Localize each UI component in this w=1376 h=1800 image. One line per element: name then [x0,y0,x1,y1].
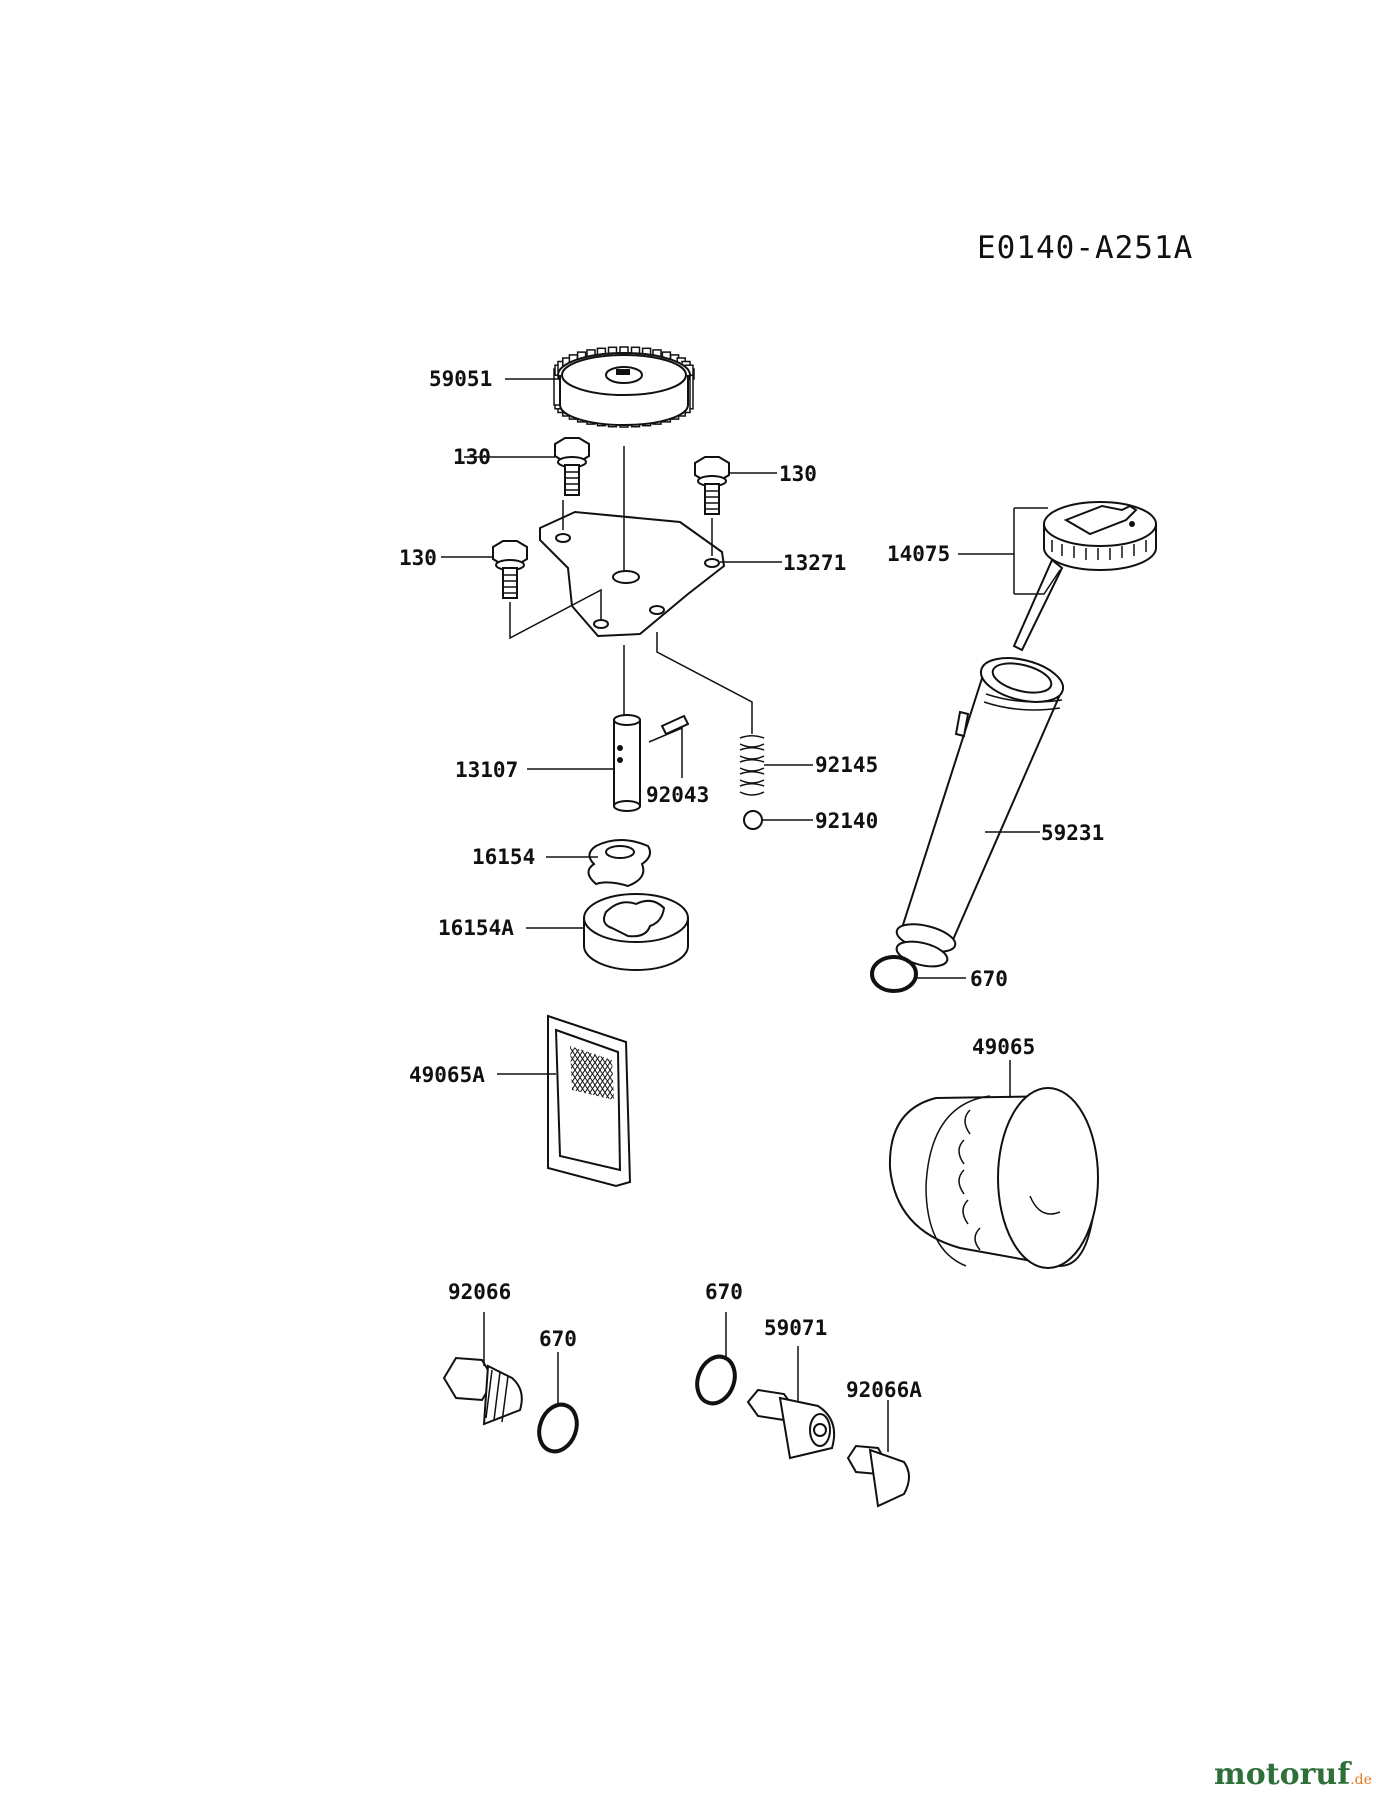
shaft-13107 [613,714,641,812]
part-labels: 59051 130 130 130 13271 14075 13107 9204… [399,367,1104,1402]
label-16154: 16154 [472,845,535,869]
bolt-130-c [492,540,528,599]
label-670-a: 670 [970,967,1008,991]
label-92066: 92066 [448,1280,511,1304]
filler-tube-59231 [895,657,1065,968]
outer-rotor-16154A [583,893,689,971]
label-92043: 92043 [646,783,709,807]
plate-13271 [539,510,726,638]
leader-lines [441,378,1061,1452]
o-ring-670-b [537,1402,579,1454]
label-92066A: 92066A [846,1378,922,1402]
spring-92145 [739,735,765,796]
label-49065: 49065 [972,1035,1035,1059]
label-670-b: 670 [539,1327,577,1351]
dipstick-14075 [1012,501,1157,652]
watermark-logo: motoruf.de [1214,1757,1372,1792]
gear-59051 [553,346,695,428]
inner-rotor-16154 [587,839,651,888]
label-59231: 59231 [1041,821,1104,845]
bolt-130-a [554,437,590,496]
label-14075: 14075 [887,542,950,566]
label-130-c: 130 [399,546,437,570]
oil-filter-49065 [888,1087,1099,1269]
bolt-130-b [694,456,730,515]
plug-92066A [846,1444,910,1508]
label-59071: 59071 [764,1316,827,1340]
watermark-suffix: .de [1350,1772,1372,1788]
label-92145: 92145 [815,753,878,777]
drain-plug-92066 [442,1356,523,1426]
label-670-c: 670 [705,1280,743,1304]
label-16154A: 16154A [438,916,514,940]
label-49065A: 49065A [409,1063,485,1087]
o-ring-670-a [870,955,918,993]
label-59051: 59051 [429,367,492,391]
o-ring-670-c [695,1354,737,1406]
screen-49065A [547,1014,632,1188]
diagram-code: E0140-A251A [977,230,1193,266]
label-13271: 13271 [783,551,846,575]
watermark-brand: motoruf [1214,1757,1352,1792]
label-92140: 92140 [815,809,878,833]
svg-text:motoruf.de: motoruf.de [1214,1757,1372,1792]
ball-92140 [743,810,763,830]
label-130-a: 130 [453,445,491,469]
label-13107: 13107 [455,758,518,782]
pin-92043 [660,714,690,736]
label-130-b: 130 [779,462,817,486]
fitting-59071 [746,1388,836,1460]
